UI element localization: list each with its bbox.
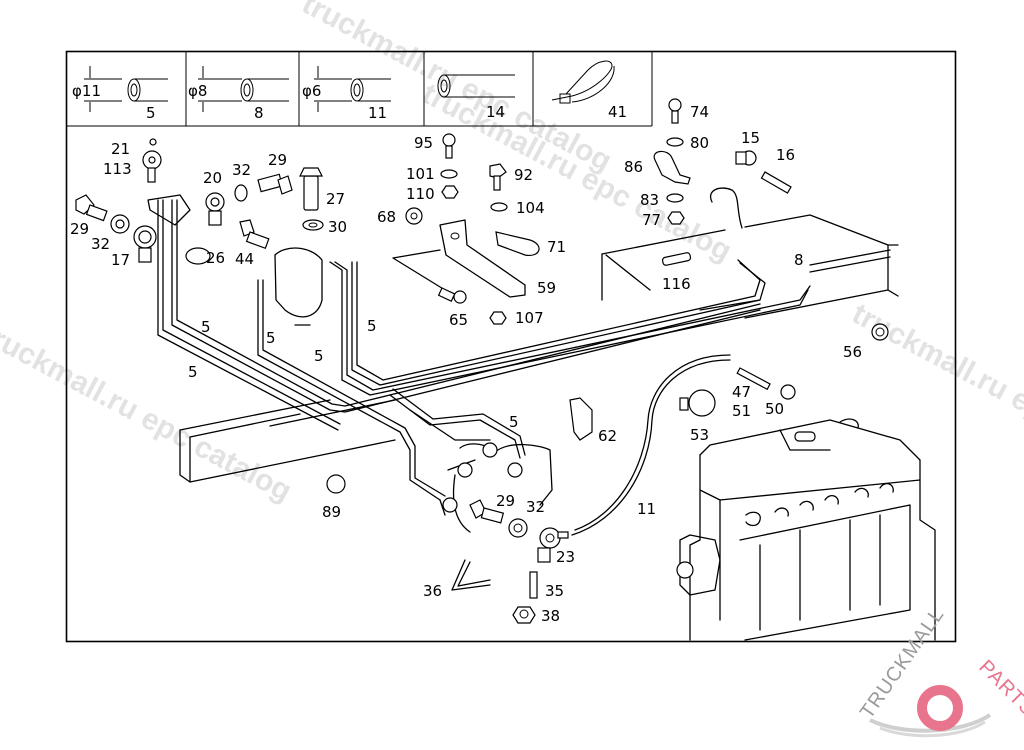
hose-part-number: 14 [486, 103, 505, 121]
callout-label: 101 [406, 165, 435, 183]
callout-label: 21 [111, 140, 130, 158]
truckmallparts-logo: TRUCKMALL PARTS [856, 604, 1024, 738]
hose-diameter: φ8 [188, 82, 207, 100]
callout-label: 44 [235, 250, 254, 268]
callout-label: 51 [732, 402, 751, 420]
callout-label: 47 [732, 383, 751, 401]
hose-spec-cell: 14 [437, 74, 515, 121]
callout-label: 50 [765, 400, 784, 418]
hose-part-number: 11 [368, 104, 387, 122]
callout-label: 53 [690, 426, 709, 444]
callout-label: 29 [496, 492, 515, 510]
callout-label: 65 [449, 311, 468, 329]
callout-label: 89 [322, 503, 341, 521]
callout-label: 5 [509, 413, 519, 431]
hose-diameter: φ6 [302, 82, 321, 100]
callout-label: 15 [741, 129, 760, 147]
callout-label: 29 [268, 151, 287, 169]
callout-label: 36 [423, 582, 442, 600]
callout-label: 83 [640, 191, 659, 209]
callout-label: 59 [537, 279, 556, 297]
logo-text-parts: PARTS [974, 656, 1024, 721]
callout-label: 5 [314, 347, 324, 365]
gear-icon [917, 685, 963, 731]
hose-diameter: φ11 [72, 82, 101, 100]
callout-label: 104 [516, 199, 545, 217]
callout-label: 56 [843, 343, 862, 361]
callout-label: 110 [406, 185, 435, 203]
callout-label: 35 [545, 582, 564, 600]
watermark-text: truckmall.ru epc catalog [847, 297, 1024, 488]
watermark-text: truckmall.ru epc catalog [0, 317, 297, 508]
hose-part-number: 5 [146, 104, 156, 122]
callout-label: 77 [642, 211, 661, 229]
callout-label: 20 [203, 169, 222, 187]
callout-labels: 21 113 20 32 29 27 30 29 32 17 26 44 95 … [70, 103, 862, 625]
callout-label: 68 [377, 208, 396, 226]
callout-label: 95 [414, 134, 433, 152]
callout-label: 32 [91, 235, 110, 253]
callout-label: 30 [328, 218, 347, 236]
callout-label: 116 [662, 275, 691, 293]
header-table: φ11 5 φ8 8 φ6 11 14 [66, 51, 653, 127]
callout-label: 92 [514, 166, 533, 184]
callout-label: 5 [266, 329, 276, 347]
callout-label: 27 [326, 190, 345, 208]
hose-spec-cell: φ6 11 [302, 66, 391, 122]
hose-part-number: 41 [608, 103, 627, 121]
drawing-lines [147, 194, 936, 641]
callout-label: 71 [547, 238, 566, 256]
small-parts [75, 98, 889, 624]
callout-label: 23 [556, 548, 575, 566]
callout-label: 32 [232, 161, 251, 179]
callout-label: 8 [794, 251, 804, 269]
callout-label: 11 [637, 500, 656, 518]
hose-part-number: 8 [254, 104, 264, 122]
callout-label: 17 [111, 251, 130, 269]
callout-label: 74 [690, 103, 709, 121]
watermark-text: truckmall.ru epc catalog [417, 77, 737, 268]
callout-label: 5 [367, 317, 377, 335]
hose-spec-cell: φ8 8 [188, 66, 289, 122]
callout-label: 16 [776, 146, 795, 164]
callout-label: 86 [624, 158, 643, 176]
cable-tie-cell: 41 [551, 60, 627, 121]
callout-label: 29 [70, 220, 89, 238]
callout-label: 32 [526, 498, 545, 516]
callout-label: 5 [201, 318, 211, 336]
callout-label: 80 [690, 134, 709, 152]
callout-label: 62 [598, 427, 617, 445]
diagram-frame [65, 50, 957, 643]
callout-label: 107 [515, 309, 544, 327]
callout-label: 5 [188, 363, 198, 381]
callout-label: 113 [103, 160, 132, 178]
hose-spec-cell: φ11 5 [72, 66, 168, 122]
callout-label: 26 [206, 249, 225, 267]
callout-label: 38 [541, 607, 560, 625]
